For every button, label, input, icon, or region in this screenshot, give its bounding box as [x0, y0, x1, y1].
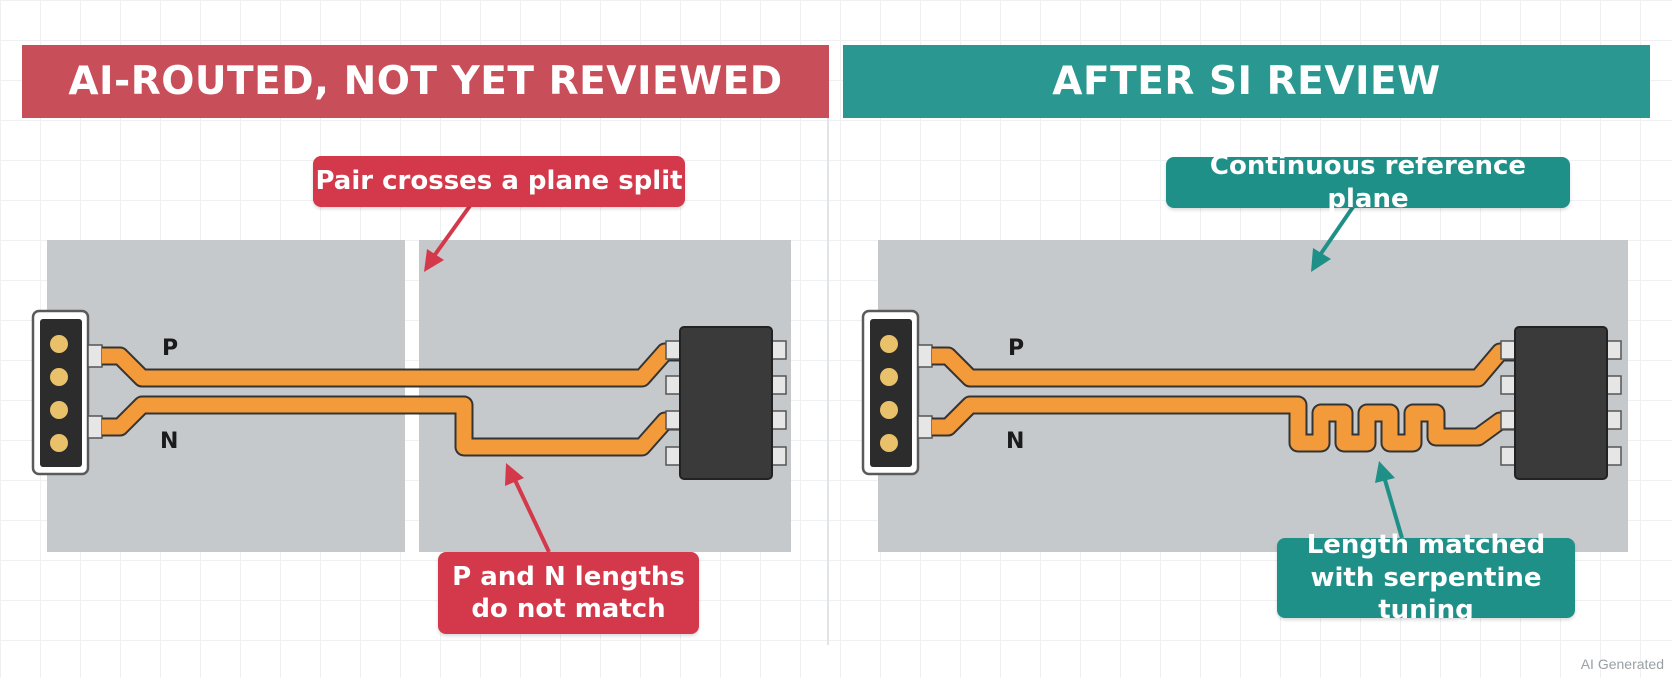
right-continuous-plane-callout: Continuous reference plane	[1166, 151, 1570, 214]
left-ic-chip	[665, 326, 787, 480]
right-panel-title: AFTER SI REVIEW	[843, 45, 1650, 118]
ai-generated-watermark: AI Generated	[1580, 656, 1664, 672]
right-connector	[861, 309, 933, 476]
right-length-matched-callout: Length matched with serpentine tuning	[1277, 530, 1575, 625]
left-length-mismatch-callout: P and N lengths do not match	[438, 552, 699, 634]
right-ic-chip	[1500, 326, 1622, 480]
left-pin-p-label: P	[162, 336, 178, 361]
arrow-head-icon	[1375, 461, 1395, 483]
right-pin-n-label: N	[1006, 429, 1024, 454]
left-arrows	[424, 201, 551, 553]
left-pin-n-label: N	[160, 429, 178, 454]
left-routing-view: P N	[31, 201, 791, 553]
arrow-head-icon	[505, 463, 524, 486]
left-connector	[31, 309, 103, 476]
panel-divider	[827, 115, 829, 645]
arrow-head-icon	[1311, 248, 1331, 272]
left-panel-title: AI-ROUTED, NOT YET REVIEWED	[22, 45, 829, 118]
left-plane-split-callout: Pair crosses a plane split	[313, 156, 685, 207]
right-arrows	[1311, 205, 1404, 539]
right-routing-view: P N	[861, 205, 1628, 552]
arrow-head-icon	[424, 249, 444, 272]
right-pin-p-label: P	[1008, 336, 1024, 361]
